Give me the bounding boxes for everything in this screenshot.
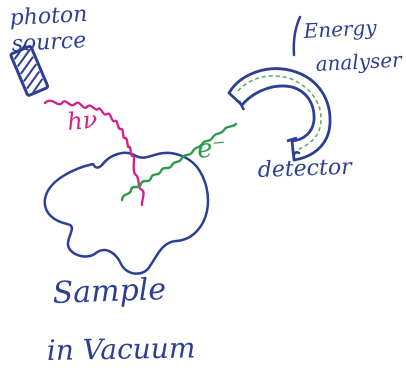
sample-outline xyxy=(45,153,208,274)
photon-label-line2: source xyxy=(11,28,87,57)
photon-label-line1: photon xyxy=(9,2,88,31)
energy-label-line2: analyser xyxy=(315,47,404,76)
energy-label-line1: Energy xyxy=(302,15,378,43)
detector-label: detector xyxy=(257,155,353,183)
energy-analyser xyxy=(229,69,330,160)
vacuum-label: in Vacuum xyxy=(47,331,196,367)
hv-label: hν xyxy=(66,105,98,136)
sample-label: Sample xyxy=(52,272,167,311)
analyser-pointer xyxy=(294,17,300,55)
electron-label: e⁻ xyxy=(196,132,228,165)
